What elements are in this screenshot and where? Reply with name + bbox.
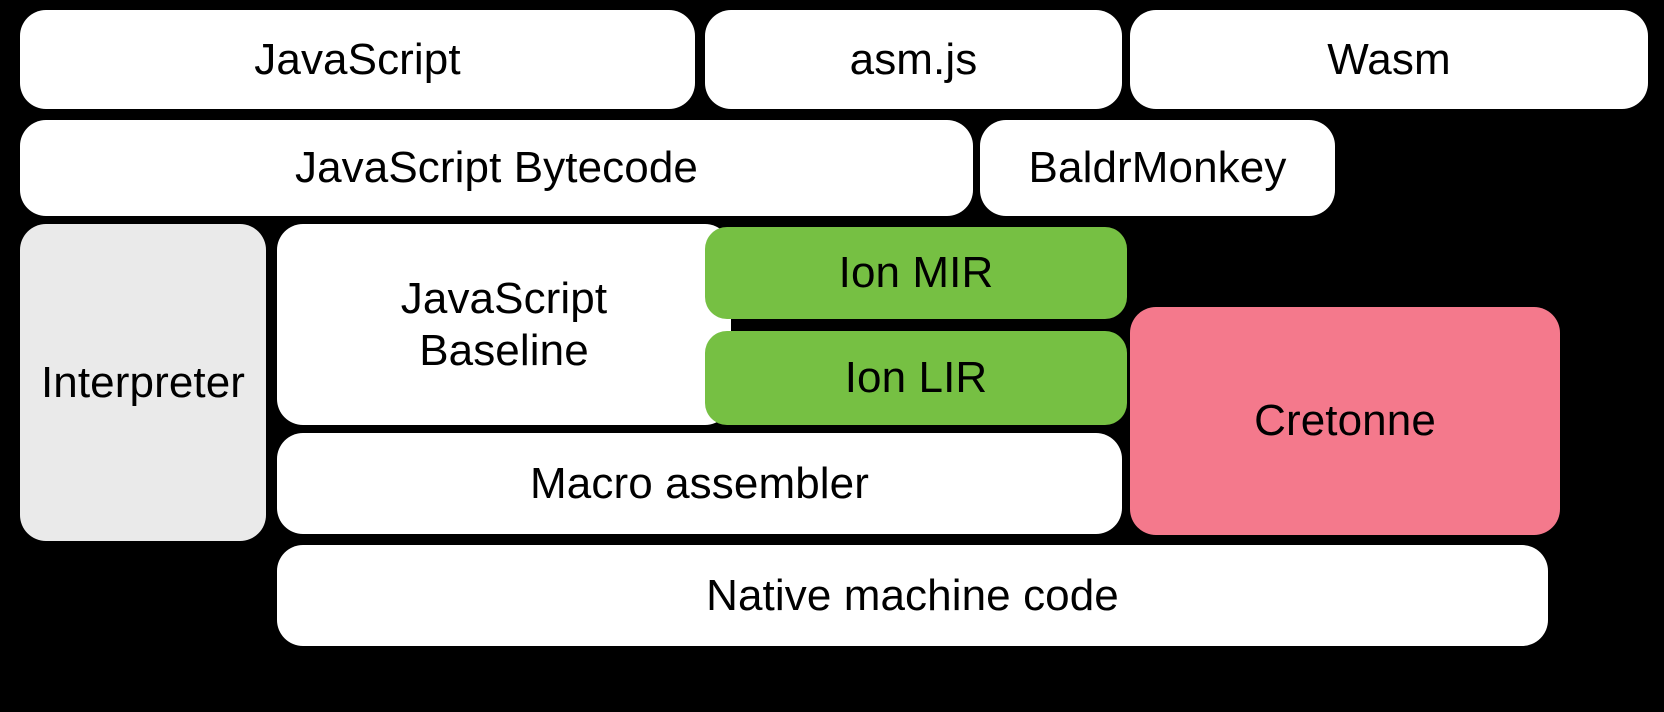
node-javascript-bytecode[interactable]: JavaScript Bytecode xyxy=(20,120,973,216)
node-wasm[interactable]: Wasm xyxy=(1130,10,1648,109)
node-javascript[interactable]: JavaScript xyxy=(20,10,695,109)
node-baldrmonkey[interactable]: BaldrMonkey xyxy=(980,120,1335,216)
node-macro-assembler[interactable]: Macro assembler xyxy=(277,433,1122,534)
node-cretonne[interactable]: Cretonne xyxy=(1130,307,1560,535)
node-interpreter[interactable]: Interpreter xyxy=(20,224,266,541)
node-asm-js[interactable]: asm.js xyxy=(705,10,1122,109)
node-javascript-baseline[interactable]: JavaScript Baseline xyxy=(277,224,731,425)
node-ion-lir[interactable]: Ion LIR xyxy=(705,331,1127,425)
node-native-machine-code[interactable]: Native machine code xyxy=(277,545,1548,646)
node-ion-mir[interactable]: Ion MIR xyxy=(705,227,1127,319)
